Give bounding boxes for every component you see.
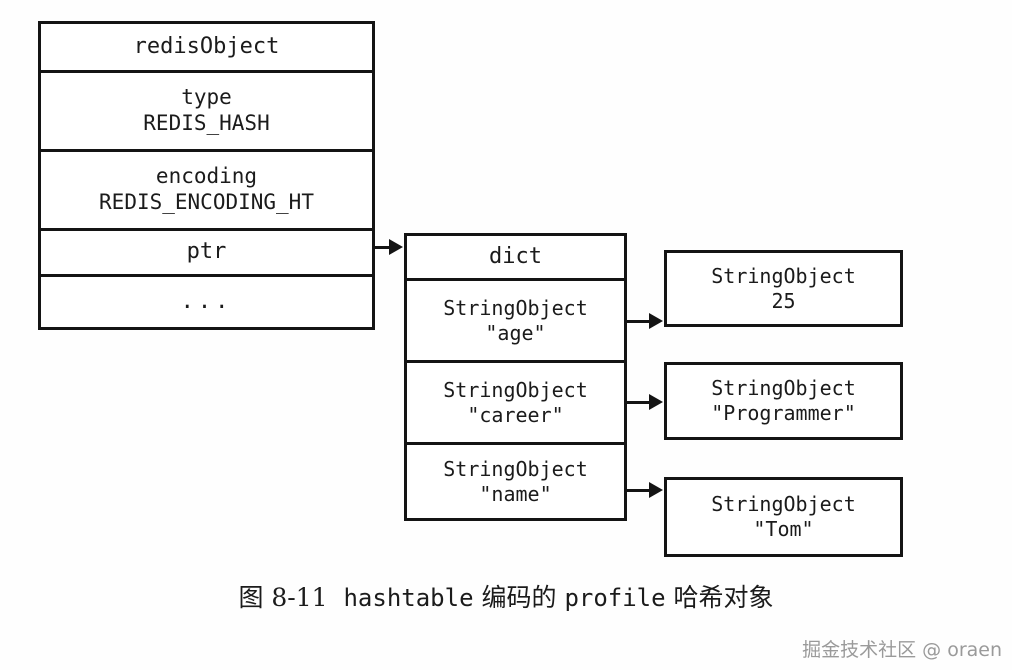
arrow-shaft	[627, 489, 651, 492]
value-name-value: "Tom"	[753, 517, 814, 541]
value-box-name: StringObject "Tom"	[664, 477, 903, 557]
figure-caption-tail: 哈希对象	[673, 583, 774, 612]
watermark: 掘金技术社区 @ oraen	[802, 639, 1002, 661]
redis-object-title-row: redisObject	[41, 24, 372, 70]
dict-entry-career-type: StringObject	[443, 378, 588, 403]
value-career-value: "Programmer"	[711, 401, 856, 425]
figure-caption-mono-profile: profile	[564, 584, 666, 612]
arrow-head-icon	[649, 482, 663, 498]
encoding-field-name: encoding	[155, 164, 258, 189]
dict-entry-age: StringObject "age"	[407, 278, 624, 360]
figure-caption-mono-hashtable: hashtable	[343, 584, 474, 612]
type-field-value: REDIS_HASH	[143, 111, 270, 135]
redis-object-title: redisObject	[133, 33, 280, 59]
arrow-head-icon	[649, 394, 663, 410]
dict-entry-name-key: "name"	[479, 481, 552, 506]
dict-title-label: dict	[489, 243, 542, 269]
dict-entry-name-type: StringObject	[443, 457, 588, 482]
redis-object-box: redisObject type REDIS_HASH encoding RED…	[38, 21, 375, 330]
value-age-type: StringObject	[711, 263, 856, 288]
dict-entry-career-key: "career"	[467, 402, 564, 427]
redis-object-encoding-row: encoding REDIS_ENCODING_HT	[41, 149, 372, 228]
value-career-type: StringObject	[711, 376, 856, 400]
figure-caption-mid: 编码的	[481, 583, 557, 612]
ptr-field-name: ptr	[186, 239, 227, 265]
redis-object-ptr-row: ptr	[41, 228, 372, 274]
figure-caption: 图 8-11 hashtable 编码的 profile 哈希对象	[0, 578, 1012, 614]
value-box-age: StringObject 25	[664, 250, 903, 327]
arrow-head-icon	[389, 239, 403, 255]
arrow-shaft	[627, 320, 651, 323]
value-name-type: StringObject	[711, 492, 856, 516]
redis-object-type-row: type REDIS_HASH	[41, 70, 372, 149]
dict-box: dict StringObject "age" StringObject "ca…	[404, 233, 627, 521]
arrow-head-icon	[649, 313, 663, 329]
arrow-shaft	[375, 246, 391, 249]
dict-entry-age-type: StringObject	[443, 296, 588, 321]
value-box-career: StringObject "Programmer"	[664, 362, 903, 440]
type-field-name: type	[181, 85, 232, 110]
dict-entry-name: StringObject "name"	[407, 442, 624, 518]
dict-entry-age-key: "age"	[485, 320, 546, 345]
encoding-field-value: REDIS_ENCODING_HT	[99, 190, 314, 214]
figure-caption-label: 图 8-11	[238, 583, 328, 612]
arrow-shaft	[627, 401, 651, 404]
redis-object-ellipsis-row: ...	[41, 274, 372, 327]
dict-entry-career: StringObject "career"	[407, 360, 624, 442]
value-age-value: 25	[771, 288, 796, 313]
ellipsis-field-name: ...	[180, 288, 233, 314]
dict-title-row: dict	[407, 236, 624, 278]
